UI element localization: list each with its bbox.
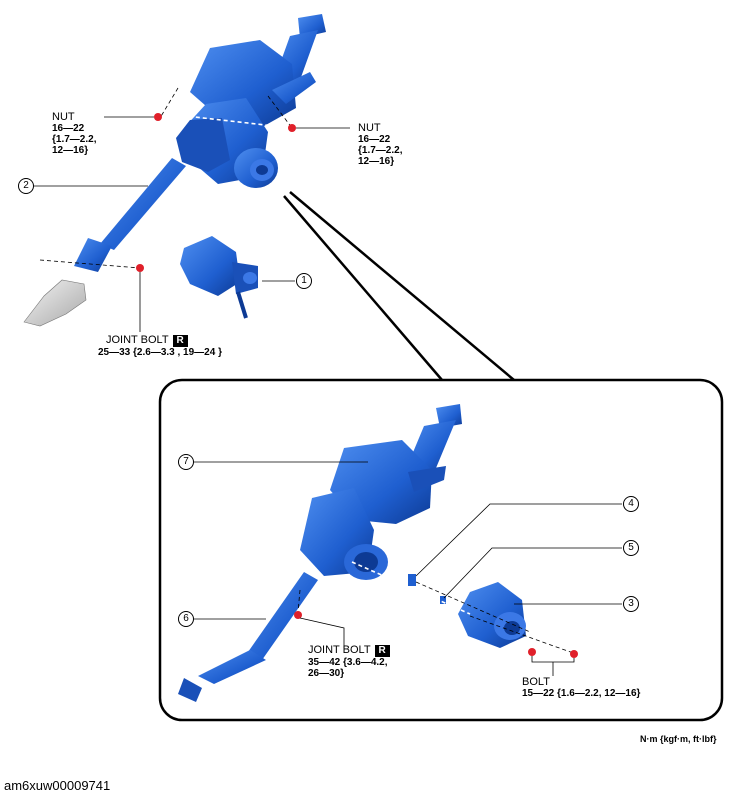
nut-left-line1: 16—22 [52, 123, 85, 134]
joint-bolt-detail-line2: 26—30} [308, 668, 345, 679]
callout-3: 3 [623, 596, 639, 612]
nut-right-marker [288, 124, 296, 132]
joint-bolt-detail-badge: R [374, 645, 390, 657]
nut-right-head: NUT [358, 122, 381, 134]
nut-right-line2: {1.7—2.2, [358, 145, 403, 156]
joint-bolt-top-head: JOINT BOLT [106, 334, 169, 346]
part-1-bracket [180, 236, 258, 319]
figure-reference: am6xuw00009741 [4, 778, 111, 793]
bolt-line1: 15—22 {1.6—2.2, 12—16} [522, 688, 641, 699]
leader-lines-detail [194, 461, 622, 676]
joint-bolt-top-marker [136, 264, 144, 272]
leader-lines-top [34, 116, 350, 332]
joint-bolt-detail-marker [294, 611, 302, 619]
detail-frame [158, 378, 724, 722]
bolt-head: BOLT [522, 676, 550, 688]
nut-left-label: NUT 16—22 {1.7—2.2, 12—16} [52, 111, 96, 156]
nut-right-line1: 16—22 [358, 134, 391, 145]
bolt-label: BOLT 15—22 {1.6—2.2, 12—16} [522, 676, 640, 699]
joint-bolt-detail-line1: 35—42 {3.6—4.2, [308, 657, 388, 668]
callout-5: 5 [623, 540, 639, 556]
nut-left-line2: {1.7—2.2, [52, 134, 97, 145]
callout-4: 4 [623, 496, 639, 512]
nut-left-line3: 12—16} [52, 145, 89, 156]
callout-6: 6 [178, 611, 194, 627]
units-note: N·m {kgf·m, ft·lbf} [640, 734, 717, 744]
joint-bolt-top-line1: 25—33 {2.6—3.3 , 19—24 } [98, 347, 222, 358]
joint-bolt-detail-head: JOINT BOLT [308, 644, 371, 656]
nut-left-head: NUT [52, 111, 75, 123]
zoom-lines [283, 191, 515, 381]
callout-1: 1 [296, 273, 312, 289]
bolt-left-marker [528, 648, 536, 656]
nut-right-label: NUT 16—22 {1.7—2.2, 12—16} [358, 122, 402, 167]
nut-left-marker [154, 113, 162, 121]
detail-column-assembly [178, 404, 577, 702]
nut-right-line3: 12—16} [358, 156, 395, 167]
callout-2: 2 [18, 178, 34, 194]
steering-column-assembly [23, 14, 326, 327]
callout-7: 7 [178, 454, 194, 470]
joint-bolt-top-badge: R [172, 335, 188, 347]
bolt-right-marker [570, 650, 578, 658]
